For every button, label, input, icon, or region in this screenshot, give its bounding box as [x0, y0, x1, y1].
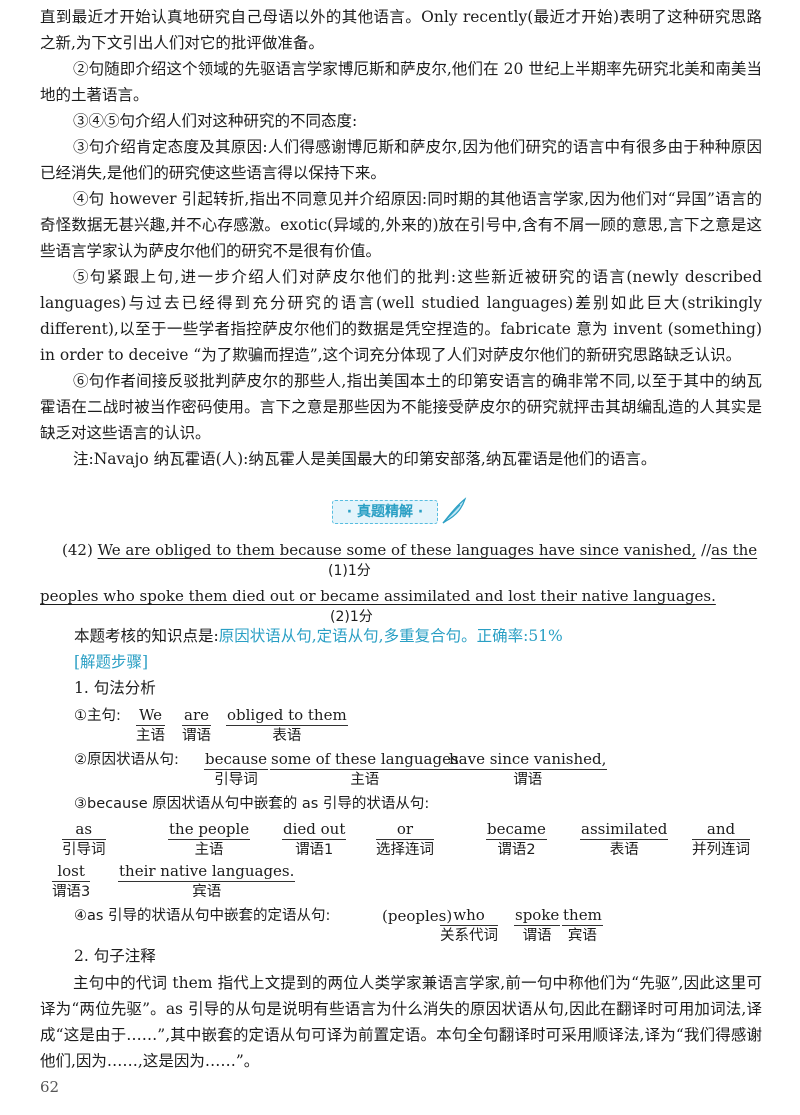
s2-word-2: some of these languages 主语 [270, 750, 460, 790]
role: 谓语2 [497, 842, 536, 858]
role: 谓语 [182, 728, 211, 744]
question-part-1: We are obliged to them because some of t… [97, 541, 697, 559]
paragraph-sentence-4: ④句 however 引起转折,指出不同意见并介绍原因:同时期的其他语言学家,因… [40, 190, 762, 260]
syntax-title: 1. 句法分析 [74, 679, 156, 697]
knowledge-line: 本题考核的知识点是:原因状语从句,定语从句,多重复合句。正确率:51% [74, 624, 563, 648]
note-title: 2. 句子注释 [74, 947, 156, 965]
role: 宾语 [567, 928, 597, 944]
feather-pen-icon [442, 497, 467, 524]
question-number: (42) [62, 541, 93, 559]
word: because [204, 750, 269, 770]
knowledge-prefix: 本题考核的知识点是: [74, 627, 219, 645]
role: 谓语3 [52, 884, 91, 900]
word: their native languages. [118, 862, 296, 882]
role: 选择连词 [376, 842, 434, 858]
word: or [376, 820, 434, 840]
s4-antecedent: (peoples) [382, 907, 453, 925]
s1-word-1: We 主语 [136, 706, 165, 746]
s3-word-2: the people 主语 [168, 820, 251, 860]
s1-label: ①主句: [74, 708, 121, 724]
role: 谓语1 [295, 842, 334, 858]
role: 引导词 [62, 842, 106, 858]
word: some of these languages [270, 750, 460, 770]
s4-word-2: spoke 谓语 [514, 906, 561, 946]
page-number: 62 [40, 1078, 60, 1096]
section-header: · 真题精解 · [332, 500, 438, 524]
s3-word-7: and 并列连词 [692, 820, 750, 860]
word: spoke [514, 906, 561, 926]
word: as [62, 820, 106, 840]
knowledge-points: 原因状语从句,定语从句,多重复合句。 [218, 627, 477, 645]
steps-title: [解题步骤] [74, 653, 149, 671]
s4-word-3: them 宾语 [562, 906, 603, 946]
role: 主语 [194, 842, 224, 858]
s3-word-5: became 谓语2 [486, 820, 547, 860]
paragraph-sentence-345: ③④⑤句介绍人们对这种研究的不同态度: [73, 112, 358, 130]
role: 宾语 [192, 884, 222, 900]
question-line-2: peoples who spoke them died out or becam… [40, 584, 716, 608]
note-paragraph: 主句中的代词 them 指代上文提到的两位人类学家兼语言学家,前一句中称他们为“… [40, 974, 762, 1070]
role: 主语 [350, 772, 380, 788]
word: and [692, 820, 750, 840]
word: lost [52, 862, 91, 882]
word: became [486, 820, 547, 840]
word: them [562, 906, 603, 926]
paragraph-sentence-2: ②句随即介绍这个领域的先驱语言学家博厄斯和萨皮尔,他们在 20 世纪上半期率先研… [40, 60, 762, 104]
s3-label: ③because 原因状语从句中嵌套的 as 引导的状语从句: [74, 796, 430, 812]
word: the people [168, 820, 251, 840]
paragraph-sentence-5: ⑤句紧跟上句,进一步介绍人们对萨皮尔他们的批判:这些新近被研究的语言(newly… [40, 268, 762, 364]
role: 关系代词 [440, 928, 498, 944]
question-part-2b: peoples who spoke them died out or becam… [40, 587, 716, 605]
s2-label: ②原因状语从句: [74, 752, 179, 768]
word: assimilated [580, 820, 669, 840]
paragraph-sentence-3: ③句介绍肯定态度及其原因:人们得感谢博厄斯和萨皮尔,因为他们研究的语言中有很多由… [40, 138, 762, 182]
s4-word-1: who 关系代词 [440, 906, 498, 946]
s2-word-3: have since vanished, 谓语 [448, 750, 608, 790]
question-part-2a: as the [711, 541, 758, 559]
s3-word-6: assimilated 表语 [580, 820, 669, 860]
s2-word-1: because 引导词 [204, 750, 269, 790]
word: died out [282, 820, 347, 840]
s1-word-2: are 谓语 [182, 706, 211, 746]
s3-word-9: their native languages. 宾语 [118, 862, 296, 902]
accuracy-rate: 51% [528, 627, 563, 645]
role: 并列连词 [692, 842, 750, 858]
paragraph-note: 注:Navajo 纳瓦霍语(人):纳瓦霍人是美国最大的印第安部落,纳瓦霍语是他们… [73, 450, 657, 468]
word: have since vanished, [448, 750, 608, 770]
role: 表语 [272, 728, 302, 744]
role: 引导词 [214, 772, 258, 788]
role: 谓语 [522, 928, 552, 944]
word: obliged to them [226, 706, 348, 726]
question-line-1: (42) We are obliged to them because some… [62, 538, 757, 562]
s4-label: ④as 引导的状语从句中嵌套的定语从句: [74, 908, 331, 924]
word: who [440, 906, 498, 926]
s3-word-8: lost 谓语3 [52, 862, 91, 902]
s3-word-1: as 引导词 [62, 820, 106, 860]
s3-word-3: died out 谓语1 [282, 820, 347, 860]
role: 谓语 [513, 772, 543, 788]
word: are [182, 706, 211, 726]
paragraph-continued: 直到最近才开始认真地研究自己母语以外的其他语言。Only recently(最近… [40, 8, 762, 52]
role: 表语 [609, 842, 639, 858]
paragraph-sentence-6: ⑥句作者间接反驳批判萨皮尔的那些人,指出美国本土的印第安语言的确非常不同,以至于… [40, 372, 762, 442]
s3-word-4: or 选择连词 [376, 820, 434, 860]
s1-word-3: obliged to them 表语 [226, 706, 348, 746]
accuracy-label: 正确率: [476, 627, 529, 645]
role: 主语 [136, 728, 165, 744]
question-separator: // [701, 541, 712, 559]
word: We [136, 706, 165, 726]
points-1: (1)1分 [328, 563, 371, 579]
points-2: (2)1分 [330, 609, 373, 625]
